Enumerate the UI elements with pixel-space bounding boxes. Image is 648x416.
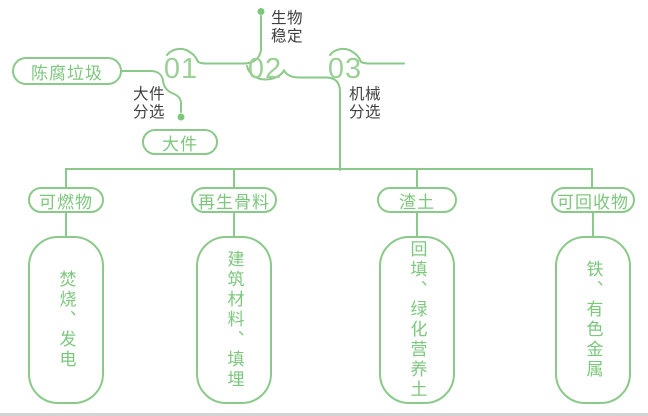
branch-node-slag-soil: 渣土	[377, 187, 457, 213]
outcome-text-recyclables: 铁、有色金属	[583, 260, 603, 380]
outcome-text-combustibles: 焚烧、发电	[56, 270, 76, 370]
bulky-endpoint-dot	[177, 113, 185, 121]
outcome-box-recyclables: 铁、有色金属	[555, 236, 631, 404]
outcome-box-combustibles: 焚烧、发电	[28, 236, 104, 404]
outcome-text-recycled-aggregate: 建筑材料、填埋	[224, 250, 244, 390]
bottom-edge-band	[0, 413, 648, 416]
outcome-box-slag-soil: 回填、绿化营养土	[379, 236, 455, 404]
branch-node-recyclables: 可回收物	[551, 187, 635, 213]
wire-stage2-to-branch-bar	[246, 65, 341, 171]
stage-number-02: 02	[247, 53, 283, 85]
stage1-process-label: 大件 分选	[133, 86, 166, 121]
outcome-text-slag-soil: 回填、绿化营养土	[407, 240, 427, 400]
bio-endpoint-dot	[257, 8, 265, 15]
stage-number-01: 01	[163, 53, 199, 85]
branch-node-recycled-aggregate: 再生骨料	[191, 187, 277, 213]
source-node-label: 陈腐垃圾	[31, 63, 103, 83]
branch-label-combustibles: 可燃物	[39, 192, 93, 212]
branch-label-recyclables: 可回收物	[557, 192, 629, 212]
wire-stage3-exit	[329, 47, 405, 65]
branch-bar	[65, 168, 593, 188]
branch-node-combustibles: 可燃物	[28, 187, 104, 213]
outcome-box-recycled-aggregate: 建筑材料、填埋	[196, 236, 272, 404]
wire-stage1-to-bio-drop	[166, 15, 262, 65]
branch-label-recycled-aggregate: 再生骨料	[198, 192, 270, 212]
bulky-item-label: 大件	[162, 134, 198, 154]
bulky-item-node: 大件	[142, 129, 218, 155]
stage2-process-label: 生物 稳定	[271, 10, 304, 45]
stage-number-03: 03	[327, 53, 363, 85]
branch-label-slag-soil: 渣土	[399, 192, 435, 212]
wire-source-to-bulky-drop	[121, 70, 182, 113]
stage3-process-label: 机械 分选	[349, 86, 382, 121]
source-node: 陈腐垃圾	[12, 57, 122, 85]
